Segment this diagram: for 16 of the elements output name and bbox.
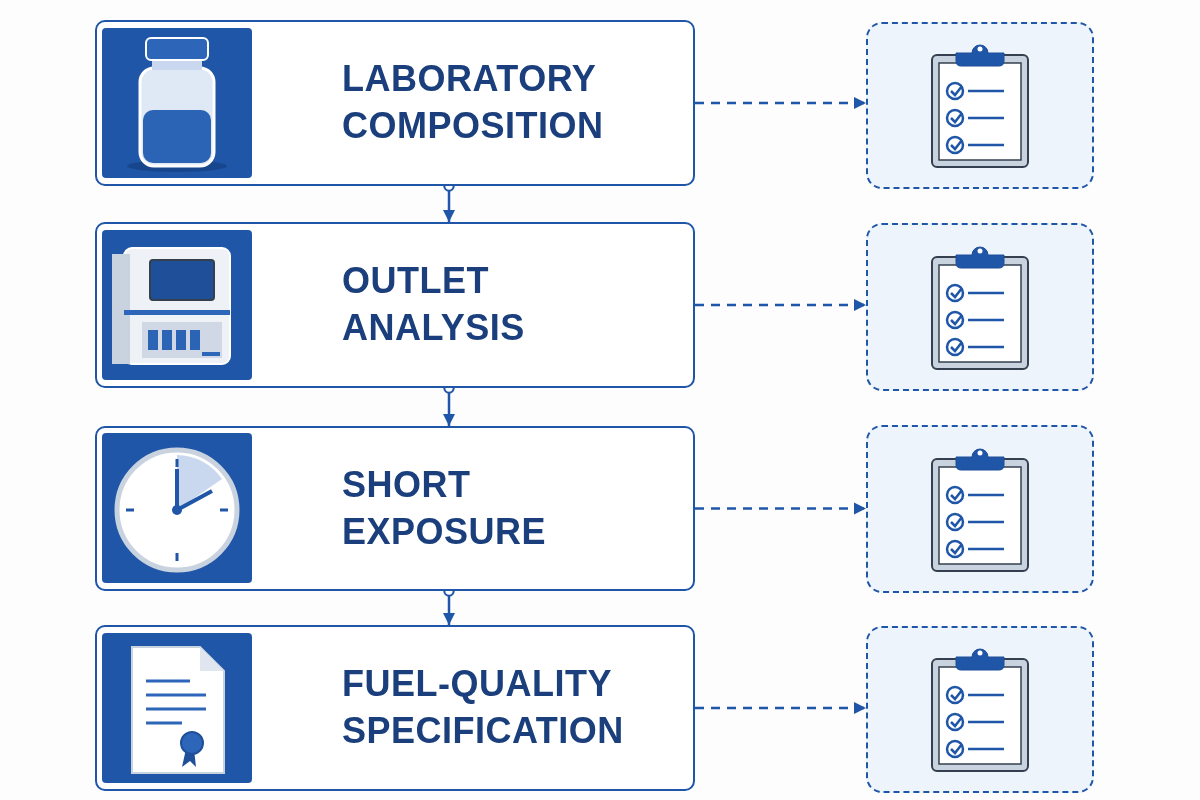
arrow: [695, 701, 866, 715]
step-title: OUTLET ANALYSIS: [342, 259, 526, 350]
step-title: FUEL-QUALITY SPECIFICATION: [342, 662, 625, 753]
step-box: [95, 426, 695, 591]
step-box: [95, 222, 695, 388]
arrow: [695, 502, 866, 515]
step-box: [95, 625, 695, 791]
step-box: [95, 20, 695, 186]
step-title: SHORT EXPOSURE: [342, 462, 548, 554]
arrow: [695, 96, 866, 110]
dashed-box: [866, 425, 1094, 593]
dashed-box: [866, 626, 1094, 793]
step-title: LABORATORY COMPOSITION: [342, 57, 605, 148]
dashed-box: [866, 22, 1094, 189]
arrow: [695, 298, 866, 312]
dashed-box: [866, 223, 1094, 391]
